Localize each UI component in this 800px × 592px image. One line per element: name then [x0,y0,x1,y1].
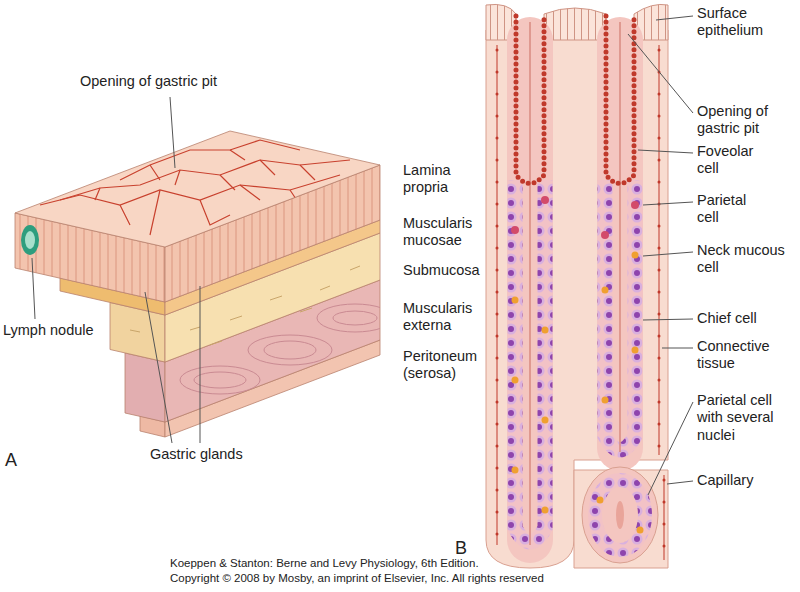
lymph-nodule [21,225,39,255]
part-label: Opening of gastric pit [80,73,217,90]
part-label: Opening of gastric pit [697,103,797,138]
tissue-block [15,131,380,437]
part-label: Capillary [697,472,753,489]
cell-label: Neck mucous cell [697,242,787,277]
leader-lines [32,16,693,495]
credit-line: Koeppen & Stanton: Berne and Levy Physio… [170,557,479,571]
layer-label: Muscularis externa [403,300,478,335]
muscle-swirls [180,304,393,394]
layer-label: Muscularis mucosae [403,215,478,250]
layer-label: Submucosa [403,262,480,279]
part-label: Surface epithelium [697,5,797,40]
layer-label: Peritoneum (serosa) [403,348,483,383]
part-label: Gastric glands [150,446,243,463]
part-label: Connective tissue [697,338,787,373]
cell-label: Parietal cell [697,192,767,227]
panel-letter: A [5,450,17,472]
capillary-mesh [40,140,350,235]
part-label: Lymph nodule [3,322,94,339]
submucosa-fibres [130,266,360,345]
credit-line: Copyright © 2008 by Mosby, an imprint of… [170,572,544,586]
cell-label: Chief cell [697,310,757,327]
cell-label: Foveolar cell [697,143,767,178]
cell-label: Parietal cell with several nuclei [697,392,793,444]
panel-letter: B [455,538,467,560]
layer-label: Lamina propria [403,162,478,197]
gastric-gland-section [486,4,668,568]
